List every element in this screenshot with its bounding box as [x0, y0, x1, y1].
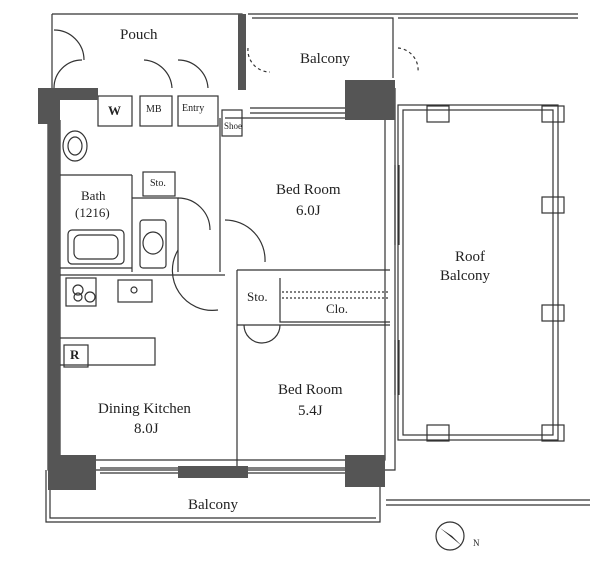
entry-label: Entry	[182, 103, 205, 114]
bed-room-1-size: 6.0J	[296, 203, 321, 219]
closet-label: Clo.	[326, 301, 349, 316]
compass-circle	[435, 521, 465, 551]
shoe-label: Shoe	[224, 121, 242, 131]
pouch-outline	[52, 13, 243, 90]
roof-balcony-label-2: Balcony	[440, 268, 490, 284]
storage-1-label: Sto.	[150, 178, 166, 189]
storage-2-label: Sto.	[247, 289, 268, 304]
compass-needle	[440, 528, 462, 546]
washer-label: W	[108, 103, 121, 118]
pouch-label: Pouch	[120, 27, 158, 43]
wall-column	[38, 88, 60, 124]
roof-balcony-label-1: Roof	[455, 249, 485, 265]
bath-label: Bath	[81, 188, 106, 203]
refrigerator-label: R	[70, 347, 80, 362]
meter-box-label: MB	[146, 104, 162, 115]
bottom-balcony-outline	[45, 470, 381, 523]
wall-column	[345, 80, 395, 120]
bed-room-2-label: Bed Room	[278, 382, 343, 398]
top-balcony-inner	[252, 17, 394, 78]
compass-north-label: N	[473, 538, 480, 548]
bath-size: (1216)	[75, 205, 110, 220]
wall-column	[48, 455, 96, 490]
dining-kitchen-size: 8.0J	[134, 421, 159, 437]
top-balcony-label: Balcony	[300, 51, 350, 67]
wall-column	[345, 455, 385, 487]
dining-kitchen-label: Dining Kitchen	[98, 401, 191, 417]
bottom-balcony-label: Balcony	[188, 497, 238, 513]
bed-room-2-size: 5.4J	[298, 403, 323, 419]
roof-balcony-frame	[402, 109, 554, 436]
bed-room-1-label: Bed Room	[276, 182, 341, 198]
